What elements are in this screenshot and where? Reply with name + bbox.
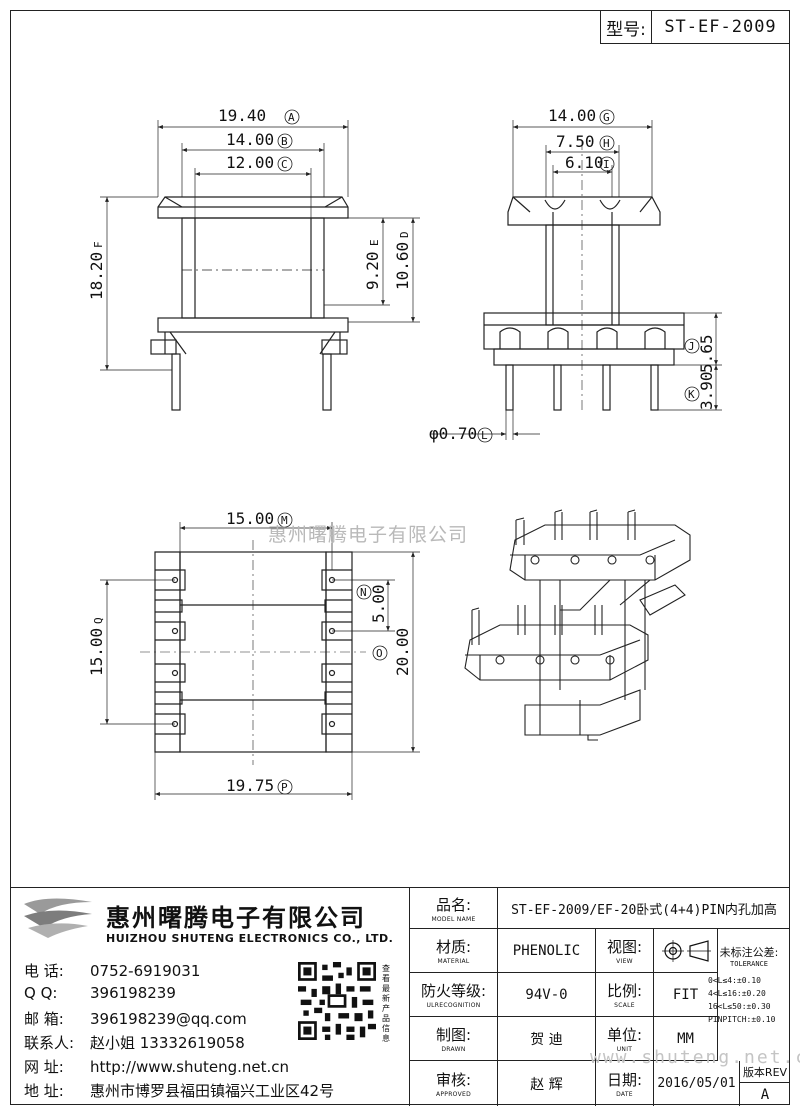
contact-phone: 电 话:0752-6919031 xyxy=(24,962,201,980)
dim-G-value: 14.00 xyxy=(548,106,596,125)
date-value: 2016/05/01 xyxy=(654,1061,740,1106)
spec-grid: 品名:MODEL NAME ST-EF-2009/EF-20卧式(4+4)PIN… xyxy=(410,888,790,1106)
top-view-left-tabs xyxy=(154,551,186,753)
view-symbol xyxy=(654,929,718,973)
model-value: ST-EF-2009 xyxy=(664,17,777,37)
qr-caption: 查看最新产品信息 xyxy=(382,964,390,1043)
watermark-url: www.shuteng.net.cn xyxy=(590,1047,800,1068)
dim-B-tag: B xyxy=(281,135,288,148)
watermark: 惠州曙腾电子有限公司 xyxy=(268,524,469,546)
fire-rating-value: 94V-0 xyxy=(498,973,596,1017)
dim-P-tag: P xyxy=(281,781,288,794)
dim-P-value: 19.75 xyxy=(226,776,274,795)
side-view xyxy=(430,120,722,440)
dim-J-tag: J xyxy=(688,340,695,353)
dim-F-value: 18.20 xyxy=(87,252,106,300)
title-block: 惠州曙腾电子有限公司 HUIZHOU SHUTENG ELECTRONICS C… xyxy=(10,887,790,1106)
dim-E-tag: E xyxy=(368,239,381,246)
dim-O-tag: O xyxy=(376,647,383,660)
dim-C-value: 12.00 xyxy=(226,153,274,172)
dim-D-value: 10.60 xyxy=(393,242,412,290)
dim-A-tag: A xyxy=(288,111,295,124)
fire-rating-label: 防火等级:ULRECOGNITION xyxy=(410,973,498,1017)
dim-N-value: 5.00 xyxy=(369,584,388,623)
dim-L-tag: L xyxy=(481,429,488,442)
dim-E-value: 9.20 xyxy=(363,251,382,290)
dim-K-tag: K xyxy=(688,388,695,401)
dim-C-tag: C xyxy=(281,158,288,171)
front-view xyxy=(100,120,420,411)
top-view xyxy=(100,522,420,800)
dim-N-tag: N xyxy=(360,586,367,599)
dim-K-value: 3.90 xyxy=(697,371,716,410)
dim-M-value: 15.00 xyxy=(226,509,274,528)
tolerance-table: 未标注公差: TOLERANCE 0<L≤4:±0.10 4<L≤16:±0.2… xyxy=(708,946,779,1024)
drawn-value: 贺 迪 xyxy=(498,1017,596,1061)
dim-G-tag: G xyxy=(603,111,610,124)
approved-value: 赵 辉 xyxy=(498,1061,596,1106)
scale-value: FIT xyxy=(654,973,718,1017)
contact-person: 联系人:赵小姐 13332619058 xyxy=(24,1034,245,1052)
dim-Q-tag: Q xyxy=(92,617,105,624)
model-name-label: 品名:MODEL NAME xyxy=(410,888,498,929)
rev-value: A xyxy=(760,1086,770,1103)
scale-label: 比例:SCALE xyxy=(596,973,654,1017)
view-label: 视图:VIEW xyxy=(596,929,654,973)
company-logo-icon xyxy=(24,898,92,938)
contact-address: 地 址:惠州市博罗县福田镇福兴工业区42号 xyxy=(24,1082,335,1100)
drawing-frame xyxy=(10,10,790,1105)
company-info: 惠州曙腾电子有限公司 HUIZHOU SHUTENG ELECTRONICS C… xyxy=(10,888,410,1106)
dim-L-value: φ0.70 xyxy=(429,424,477,443)
dim-I-value: 6.10 xyxy=(565,153,604,172)
dim-J-value: 5.65 xyxy=(697,334,716,373)
material-value: PHENOLIC xyxy=(498,929,596,973)
dim-D-tag: D xyxy=(398,231,411,238)
contact-website: 网 址:http://www.shuteng.net.cn xyxy=(24,1058,290,1076)
third-angle-projection-icon xyxy=(661,939,711,962)
approved-label: 审核:APPROVED xyxy=(410,1061,498,1106)
tag-circles xyxy=(277,109,700,795)
dim-I-tag: I xyxy=(603,158,610,171)
rev-label: 版本REV xyxy=(740,1061,790,1083)
dim-H-tag: H xyxy=(603,137,610,150)
unit-label: 单位:UNIT xyxy=(596,1017,654,1061)
material-label: 材质:MATERIAL xyxy=(410,929,498,973)
contact-qq: Q Q:396198239 xyxy=(24,984,176,1002)
model-label: 型号: xyxy=(601,11,652,43)
model-name-value: ST-EF-2009/EF-20卧式(4+4)PIN内孔加高 xyxy=(498,888,790,929)
dim-Q-value: 15.00 xyxy=(87,628,106,676)
company-name-cn: 惠州曙腾电子有限公司 xyxy=(106,904,366,932)
dim-F-tag: F xyxy=(92,241,105,248)
dim-M-tag: M xyxy=(281,514,288,527)
dim-A-value: 19.40 xyxy=(218,106,266,125)
company-name-en: HUIZHOU SHUTENG ELECTRONICS CO., LTD. xyxy=(106,932,394,945)
unit-value: MM xyxy=(654,1017,718,1061)
technical-drawing: 19.40 A 14.00 B 12.00 C 14.00 G 7.50 H 6… xyxy=(87,106,722,800)
drawn-label: 制图:DRAWN xyxy=(410,1017,498,1061)
dim-B-value: 14.00 xyxy=(226,130,274,149)
date-label: 日期:DATE xyxy=(596,1061,654,1106)
contact-email: 邮 箱:396198239@qq.com xyxy=(24,1010,247,1028)
dim-H-value: 7.50 xyxy=(556,132,595,151)
isometric-view xyxy=(464,509,691,741)
model-box: 型号: ST-EF-2009 xyxy=(600,10,790,44)
qr-code-icon xyxy=(298,962,376,1040)
dim-O-value: 20.00 xyxy=(393,628,412,676)
